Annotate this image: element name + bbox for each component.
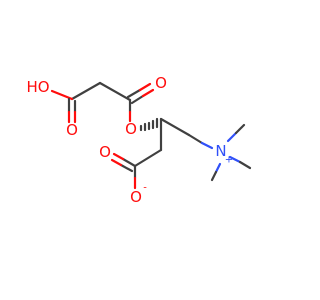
bond-ch2-to-nitrogen (187, 133, 204, 145)
anion-charge-label: - (143, 183, 147, 194)
bond-nitrogen-to-methyl-down (210, 170, 218, 182)
bond-nitrogen-to-methyl-down-n (214, 162, 222, 174)
bond-nitrogen-to-methyl-up (234, 123, 246, 135)
bond-nitrogen-to-methyl-right (238, 160, 252, 170)
ammonium-nitrogen-label: N (215, 142, 226, 160)
bond-carboxylate-carbonyl-a (121, 157, 137, 168)
bond-hydroxyl-to-acid-carbon (50, 89, 74, 101)
bond-ester-carbonyl-a-o (138, 82, 152, 92)
cation-charge-label: + (225, 155, 233, 166)
bond-ester-carbonyl-b-o (141, 88, 155, 98)
bond-acid-carbon-to-ch2 (70, 81, 102, 101)
bond-carboxylate-carbonyl-b-o (110, 158, 123, 167)
bond-ch2-lower-to-carboxylate-carbon (133, 148, 163, 168)
structure-diagram: HO O O O O O - N + (26, 74, 252, 206)
bond-ch2-to-nitrogen-n (200, 141, 214, 150)
bond-carboxylate-carbonyl-b (119, 163, 134, 173)
hydroxyl-label: HO (26, 78, 49, 96)
acid-carbonyl-oxygen-label: O (66, 121, 78, 139)
bond-stereocenter-to-ch2n (159, 117, 191, 137)
carboxylate-anion-oxygen-label: O (130, 188, 142, 206)
stereo-hashed-wedge (139, 117, 159, 132)
bond-ester-carbonyl-b (130, 94, 145, 105)
ester-carbonyl-oxygen-label: O (155, 74, 167, 92)
ester-bridge-oxygen-label: O (125, 120, 137, 138)
bond-nitrogen-to-methyl-right-n (228, 155, 242, 164)
bond-ch2-to-ester-carbon (98, 81, 132, 102)
bond-carboxylate-carbonyl-a-o (112, 152, 125, 161)
bond-ester-carbonyl-a (126, 88, 142, 99)
bond-nitrogen-to-methyl-up-n (226, 131, 238, 143)
carboxylate-carbonyl-oxygen-label: O (99, 143, 111, 161)
